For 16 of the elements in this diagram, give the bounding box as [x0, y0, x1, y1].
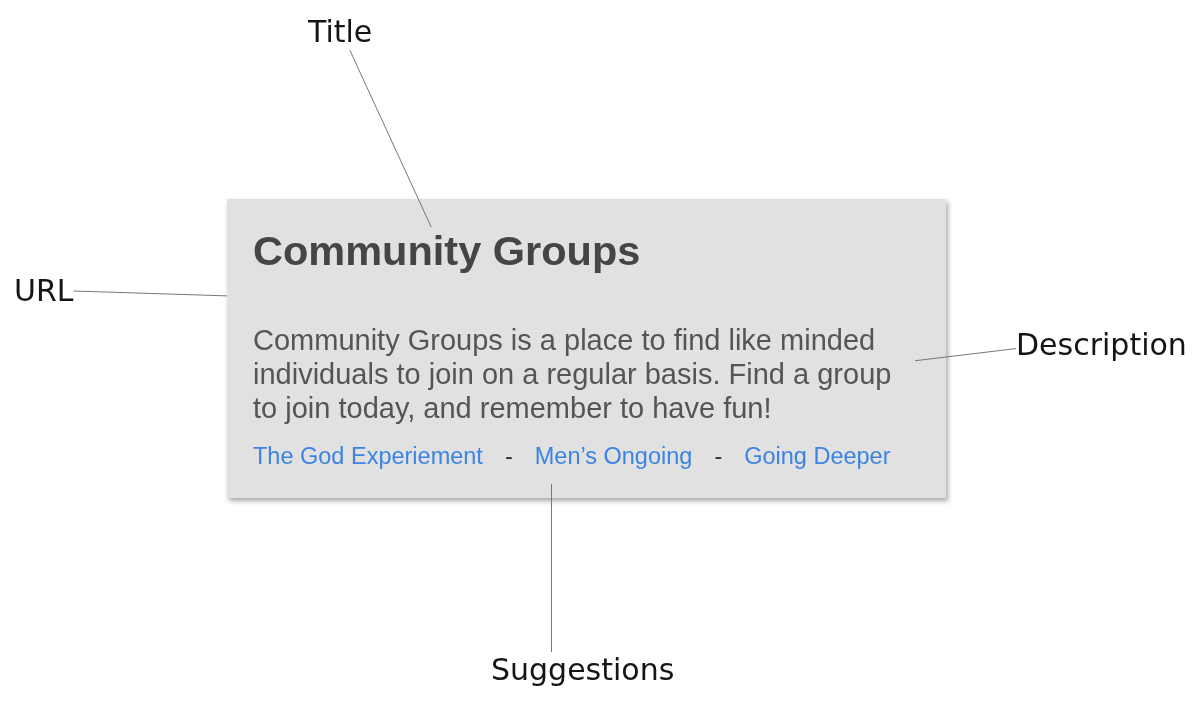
suggestion-link: Men’s Ongoing — [534, 442, 693, 470]
separator-text: - — [504, 442, 513, 470]
separator-text: - — [714, 442, 723, 470]
suggestion-link: Going Deeper — [744, 442, 891, 470]
leader-line — [551, 483, 552, 653]
leader-line — [914, 348, 1017, 362]
callout-label: Suggestions — [491, 652, 675, 688]
leader-line — [73, 290, 228, 297]
leader-line — [349, 49, 432, 228]
result-card — [227, 199, 946, 498]
description-text: Community Groups is a place to find like minded individuals to join on a regular basis. Find a group to join today, and remember to have fun! — [253, 323, 915, 425]
callout-label: Title — [308, 14, 373, 50]
suggestion-link: The God Experiement — [253, 442, 483, 470]
callout-label: Description — [1016, 327, 1187, 363]
callout-label: URL — [14, 273, 74, 309]
result-title: Community Groups — [253, 227, 641, 275]
